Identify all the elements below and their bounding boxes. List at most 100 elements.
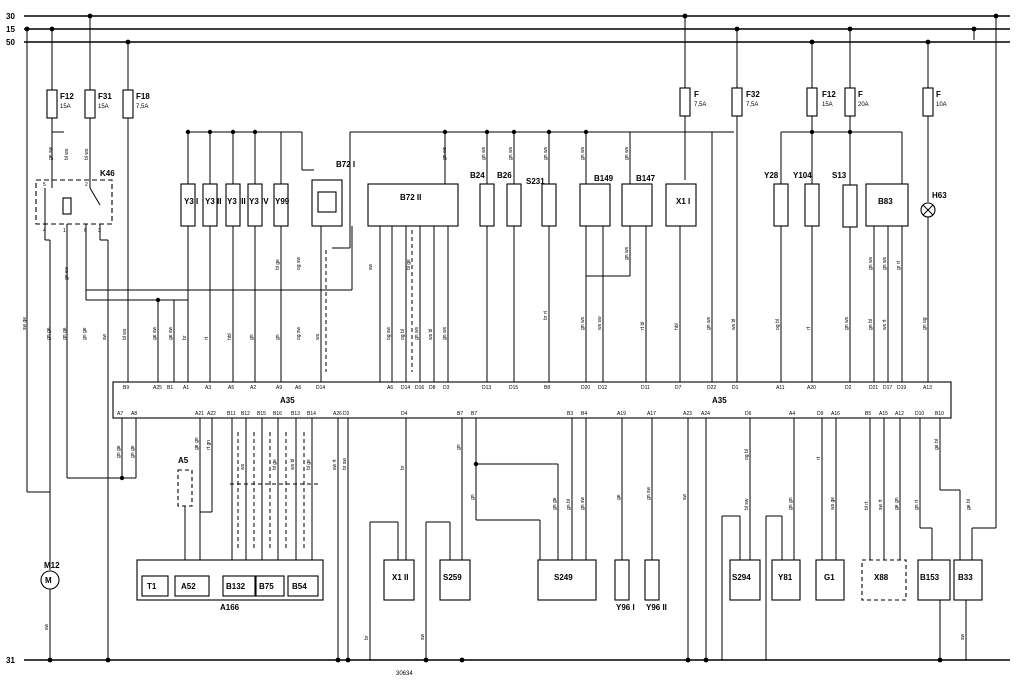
actuator-y99: Y99 <box>273 183 290 382</box>
rail-lines <box>24 15 1010 661</box>
wire-label: gn sw <box>580 497 586 510</box>
connector-x88: X88 <box>861 559 907 601</box>
wire-label: gn ws <box>624 246 630 260</box>
a35-bottom-pin-15: B3 <box>567 411 573 417</box>
wire-label: ws ge <box>830 497 836 510</box>
a35-bottom-pin-22: A4 <box>789 411 795 417</box>
bottom-wiring <box>199 418 996 660</box>
drawing-number: 30634 <box>396 671 413 677</box>
a35-bottom-pin-3: A22 <box>207 411 216 417</box>
motor-m12: M M12 <box>40 560 60 660</box>
valve-y104: Y104 <box>793 171 820 382</box>
module-a5: A5 <box>177 456 193 560</box>
a35-bottom-pin-20: A24 <box>701 411 710 417</box>
fuse-fc: F 10A <box>922 87 947 202</box>
a35-bottom-pin-16: B4 <box>581 411 587 417</box>
wire-label: sw ge <box>22 317 28 330</box>
wire-label: ws bl <box>290 459 296 470</box>
a52-name: A52 <box>181 582 196 591</box>
fuse-f12b: F12 15A <box>806 87 836 132</box>
wire-label: ws bl <box>731 319 737 330</box>
wire-label: gn ws <box>624 146 630 160</box>
wire-label: og bl <box>744 449 750 460</box>
a35-bottom-pin-18: A17 <box>647 411 656 417</box>
k46-pin-1: 1 <box>63 228 66 234</box>
a35-bottom-pin-27: A12 <box>895 411 904 417</box>
sensor-b26: B26 <box>497 171 522 382</box>
wire-label: og bl <box>400 329 406 340</box>
wire-label: rt gn <box>206 440 212 450</box>
a35-top-pin-28: D17 <box>883 385 892 391</box>
y81-name: Y81 <box>778 573 793 582</box>
a35-top-pin-8: A6 <box>295 385 301 391</box>
wire-label: br <box>400 465 406 470</box>
wire-label: br <box>364 635 370 640</box>
b83-name: B83 <box>878 197 893 206</box>
y96-ii-name: Y96 II <box>646 603 667 612</box>
wire-label: ge sw <box>48 147 54 160</box>
fuse-f12b-rating: 15A <box>822 102 833 108</box>
a35-top-pin-23: D1 <box>732 385 739 391</box>
a35-bottom-pin-11: D2 <box>343 411 350 417</box>
wire-label: bl ws <box>122 328 128 340</box>
wire-label: gn ws <box>580 316 586 330</box>
t1-name: T1 <box>147 582 157 591</box>
fuse-fa-name: F <box>694 90 699 99</box>
wire-label: og sw <box>386 327 392 340</box>
a35-top-pin-19: D12 <box>598 385 607 391</box>
wire-label: gn bl <box>868 319 874 330</box>
a35-bottom-pin-8: B13 <box>291 411 300 417</box>
wire-label: ge sw <box>152 327 158 340</box>
a166-name: A166 <box>220 603 240 612</box>
y96-i-name: Y96 I <box>616 603 635 612</box>
a35-bottom-pin-29: B10 <box>935 411 944 417</box>
switch-s13: S13 <box>832 171 858 382</box>
wire-label: gn ws <box>868 256 874 270</box>
sensor-b147: B147 <box>621 174 656 382</box>
wire-label: rt <box>806 326 812 330</box>
wire-label: ws rt <box>882 319 888 330</box>
fuse-f18-name: F18 <box>136 92 150 101</box>
wire-label: rt <box>816 456 822 460</box>
connector-x1-i: X1 I <box>665 132 713 382</box>
svg-text:M: M <box>45 576 52 585</box>
a35-bottom-pin-7: B16 <box>273 411 282 417</box>
wire-label: og sw <box>296 257 302 270</box>
s294-name: S294 <box>732 573 751 582</box>
wire-label: gn og <box>922 317 928 330</box>
wire-label: gn sw <box>64 267 70 280</box>
a35-top-pin-10: A6 <box>387 385 393 391</box>
wire-label: gn ws <box>882 256 888 270</box>
wire-label: ge sw <box>168 327 174 340</box>
a35-bottom-pin-25: B5 <box>865 411 871 417</box>
wire-label: gn sw <box>646 487 652 500</box>
y28-name: Y28 <box>764 171 779 180</box>
s13-name: S13 <box>832 171 847 180</box>
fuse-f32-rating: 7,5A <box>746 102 758 108</box>
wire-label: hbl <box>674 323 680 330</box>
b72-ii-name: B72 II <box>400 193 421 202</box>
fuse-fa: F 7,5A <box>679 87 706 180</box>
sensor-b72-i: B72 I <box>311 160 355 382</box>
relay-k46-name: K46 <box>100 169 115 178</box>
actuator-y3-i: Y3 I <box>180 183 198 382</box>
sensor-b72-ii: B72 II <box>367 183 459 382</box>
s249-name: S249 <box>554 573 573 582</box>
wire-label: ge gn <box>194 437 200 450</box>
wire-label: gn ge <box>46 327 52 340</box>
a35-bottom-pin-13: B7 <box>457 411 463 417</box>
fuse-f31: F31 15A <box>84 89 112 175</box>
k46-pin-5: 5 <box>43 182 46 188</box>
a35-bottom-pin-24: A16 <box>831 411 840 417</box>
actuator-y3-iii: Y3 III <box>225 183 246 382</box>
valve-y81: Y81 <box>771 559 801 601</box>
wire-label: ge bl <box>934 439 940 450</box>
wire-label: gn ws <box>508 146 514 160</box>
fuse-f32-name: F32 <box>746 90 760 99</box>
rail-15-label: 15 <box>6 25 15 34</box>
a35-bottom-pin-1: A8 <box>131 411 137 417</box>
wire-label: sw <box>682 494 688 501</box>
a35-label-right: A35 <box>712 396 727 405</box>
